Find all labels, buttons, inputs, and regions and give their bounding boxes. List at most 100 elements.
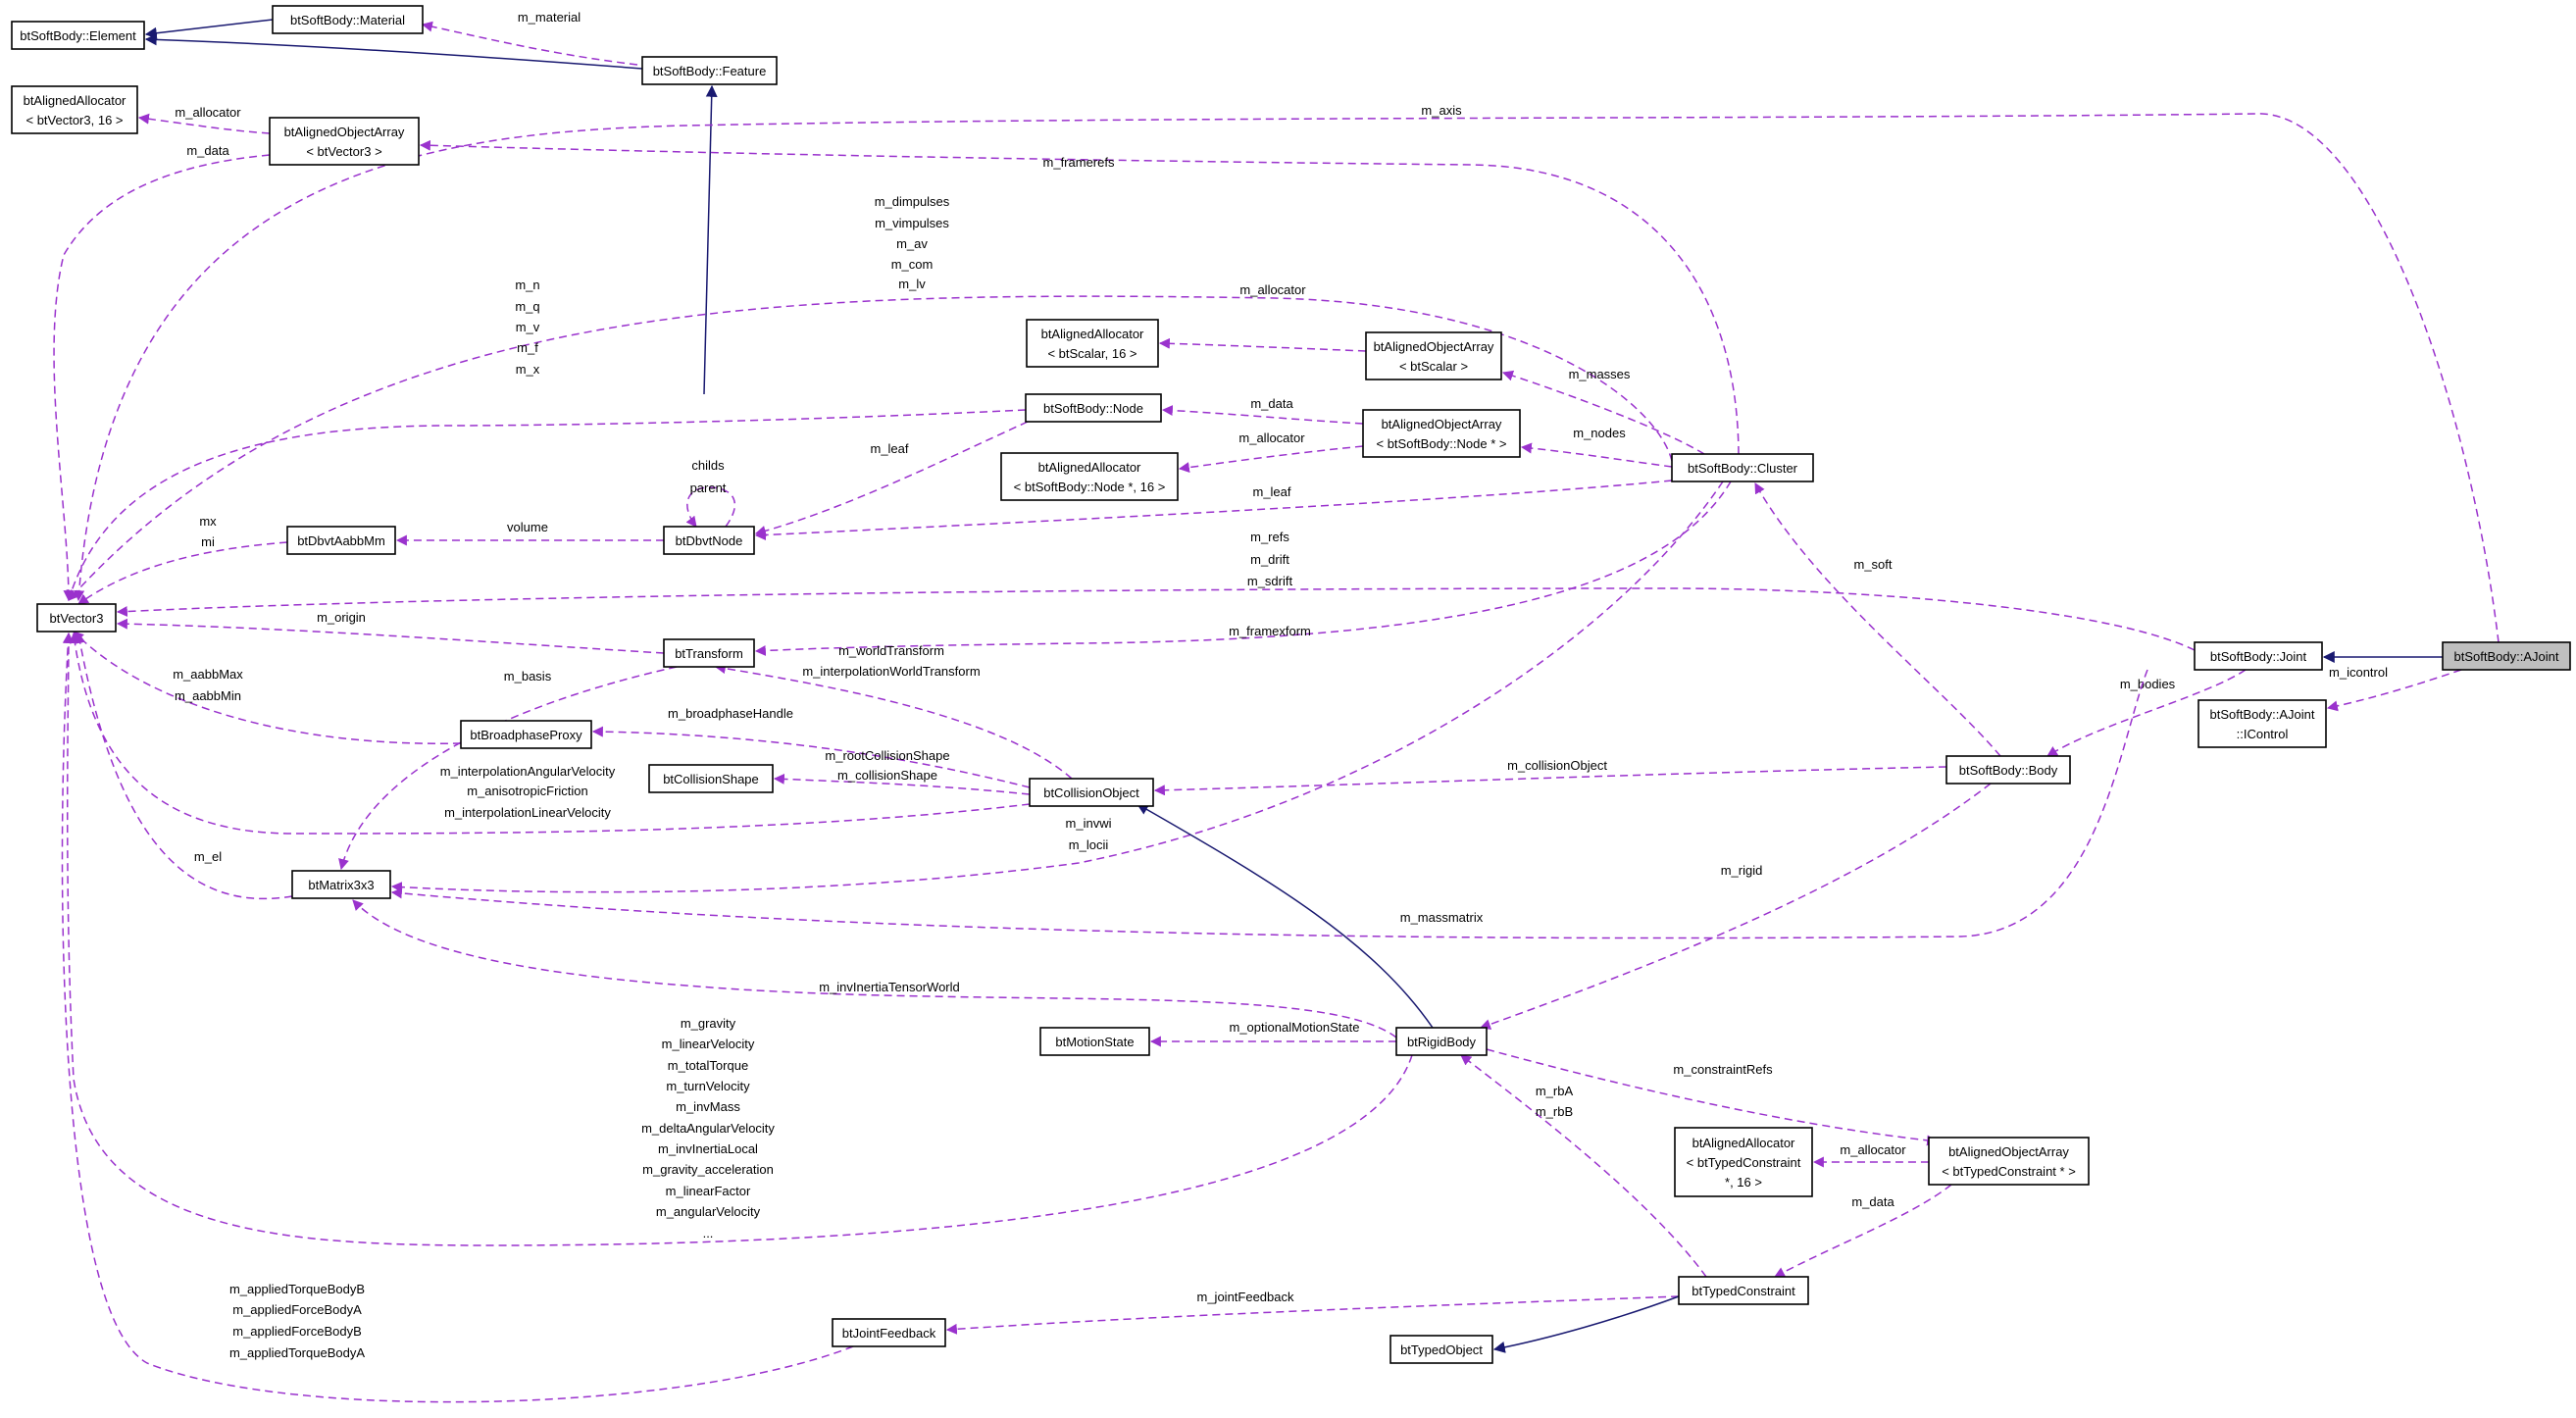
usage-edge-e33 [2046, 669, 2247, 757]
edge-label: m_basis [504, 669, 552, 684]
class-name-line: < btScalar > [1399, 359, 1468, 374]
edge-label: m_allocator [1239, 282, 1306, 297]
class-node-broadphase[interactable]: btBroadphaseProxy [460, 720, 592, 749]
edge-label: m_appliedTorqueBodyB [229, 1282, 365, 1296]
class-node-typedobj[interactable]: btTypedObject [1389, 1335, 1493, 1364]
class-name-line: btRigidBody [1407, 1035, 1477, 1049]
class-name-line: btTypedObject [1400, 1342, 1483, 1357]
edge-label: m_icontrol [2329, 665, 2388, 680]
usage-edge-e13 [1161, 405, 1364, 425]
edge-label: m_rbB [1536, 1104, 1573, 1119]
edge-e14: m_allocator [1178, 430, 1364, 474]
class-name-line: btSoftBody::Node [1043, 401, 1143, 416]
usage-edge-e15 [1520, 442, 1673, 468]
edge-e27: m_broadphaseHandle [591, 706, 1031, 788]
edge-e1 [144, 19, 274, 39]
inheritance-edge-e1 [144, 19, 274, 39]
class-name-line: btSoftBody::Cluster [1688, 461, 1798, 476]
class-node-ajoint[interactable]: btSoftBody::AJoint [2442, 641, 2571, 671]
class-node-alloc_node[interactable]: btAlignedAllocator< btSoftBody::Node *, … [1000, 452, 1179, 501]
edge-label: parent [690, 481, 727, 495]
class-node-matrix[interactable]: btMatrix3x3 [291, 870, 391, 899]
class-name-line: btVector3 [50, 611, 104, 626]
class-box [1025, 393, 1162, 423]
class-node-arr_scalar[interactable]: btAlignedObjectArray< btScalar > [1365, 331, 1502, 380]
usage-edge-e23 [754, 481, 1732, 656]
class-node-aabbmm[interactable]: btDbvtAabbMm [286, 526, 396, 555]
edge-label: m_invMass [676, 1099, 740, 1114]
class-node-icontrol[interactable]: btSoftBody::AJoint::IControl [2197, 699, 2327, 748]
class-box [1000, 452, 1179, 501]
class-node-rigid[interactable]: btRigidBody [1395, 1027, 1488, 1056]
class-node-arr_tc[interactable]: btAlignedObjectArray< btTypedConstraint … [1928, 1137, 2090, 1186]
class-name-line: < btTypedConstraint [1687, 1155, 1801, 1170]
class-node-alloc_tc[interactable]: btAlignedAllocator< btTypedConstraint*, … [1674, 1127, 1813, 1197]
edge-label: m_jointFeedback [1197, 1290, 1294, 1304]
class-node-motion[interactable]: btMotionState [1039, 1027, 1150, 1056]
class-box [286, 526, 396, 555]
class-node-alloc_scalar[interactable]: btAlignedAllocator< btScalar, 16 > [1026, 319, 1159, 368]
edge-label: m_f [517, 340, 538, 355]
edge-e41: m_optionalMotionState [1149, 1020, 1396, 1047]
class-box [663, 526, 755, 555]
edge-label: m_data [186, 143, 229, 158]
class-node-feedback[interactable]: btJointFeedback [832, 1318, 946, 1347]
edge-e23: m_framexform [754, 481, 1732, 656]
edge-label: m_deltaAngularVelocity [641, 1121, 775, 1136]
class-node-element[interactable]: btSoftBody::Element [11, 21, 145, 50]
class-name-line: btSoftBody::Feature [653, 64, 767, 78]
class-node-colobj[interactable]: btCollisionObject [1029, 778, 1154, 807]
edge-label: m_framexform [1229, 624, 1311, 638]
edge-e10: m_nm_qm_vm_fm_x [66, 278, 1027, 602]
class-node-node[interactable]: btSoftBody::Node [1025, 393, 1162, 423]
edge-label: m_appliedTorqueBodyA [229, 1345, 365, 1360]
class-node-shape[interactable]: btCollisionShape [648, 764, 774, 793]
edge-label: m_collisionObject [1507, 758, 1607, 773]
class-node-dbvtnode[interactable]: btDbvtNode [663, 526, 755, 555]
usage-edge-e21 [116, 587, 2196, 651]
class-name-line: btSoftBody::Material [290, 13, 405, 27]
edge-e29: m_interpolationAngularVelocitym_anisotro… [69, 632, 1031, 835]
edge-label: m_linearVelocity [662, 1037, 755, 1051]
edge-label: m_v [516, 320, 540, 334]
class-box [1362, 409, 1521, 458]
edge-label: m_invInertiaTensorWorld [819, 980, 960, 994]
class-node-alloc_v3[interactable]: btAlignedAllocator< btVector3, 16 > [11, 85, 138, 134]
edge-label: m_framerefs [1043, 155, 1115, 170]
class-box [663, 638, 755, 668]
class-name-line: btDbvtAabbMm [297, 533, 385, 548]
usage-edge-e40 [352, 899, 1397, 1038]
usage-edge-e16 [754, 480, 1673, 541]
usage-edge-e30 [1153, 766, 1947, 796]
class-node-body[interactable]: btSoftBody::Body [1945, 755, 2071, 785]
class-node-transform[interactable]: btTransform [663, 638, 755, 668]
edge-label: m_massmatrix [1400, 910, 1484, 925]
class-node-arr_v3[interactable]: btAlignedObjectArray< btVector3 > [269, 117, 420, 166]
usage-edge-e24 [714, 663, 1073, 780]
class-node-feature[interactable]: btSoftBody::Feature [641, 56, 778, 85]
usage-edge-e26 [73, 631, 462, 745]
edge-label: m_sdrift [1247, 574, 1293, 588]
class-node-cluster[interactable]: btSoftBody::Cluster [1671, 453, 1814, 482]
class-name-line: btAlignedAllocator [1038, 460, 1141, 475]
class-box [1928, 1137, 2090, 1186]
class-box [36, 603, 117, 633]
class-node-vector3[interactable]: btVector3 [36, 603, 117, 633]
edge-label: m_drift [1250, 552, 1289, 567]
class-name-line: btBroadphaseProxy [470, 728, 582, 742]
edge-e35: m_rigid [1479, 783, 1992, 1030]
class-node-arr_node[interactable]: btAlignedObjectArray< btSoftBody::Node *… [1362, 409, 1521, 458]
edge-label: m_linearFactor [666, 1184, 751, 1198]
class-node-joint[interactable]: btSoftBody::Joint [2194, 641, 2323, 671]
edge-e38: m_el [75, 632, 293, 900]
class-node-typed[interactable]: btTypedConstraint [1678, 1276, 1809, 1305]
usage-edge-e20 [77, 541, 288, 605]
edge-e37: m_massmatrix [390, 669, 2148, 939]
edge-label: m_soft [1853, 557, 1892, 572]
usage-edge-e46 [1460, 1054, 1707, 1278]
class-name-line: btMotionState [1055, 1035, 1134, 1049]
class-node-material[interactable]: btSoftBody::Material [272, 5, 424, 34]
